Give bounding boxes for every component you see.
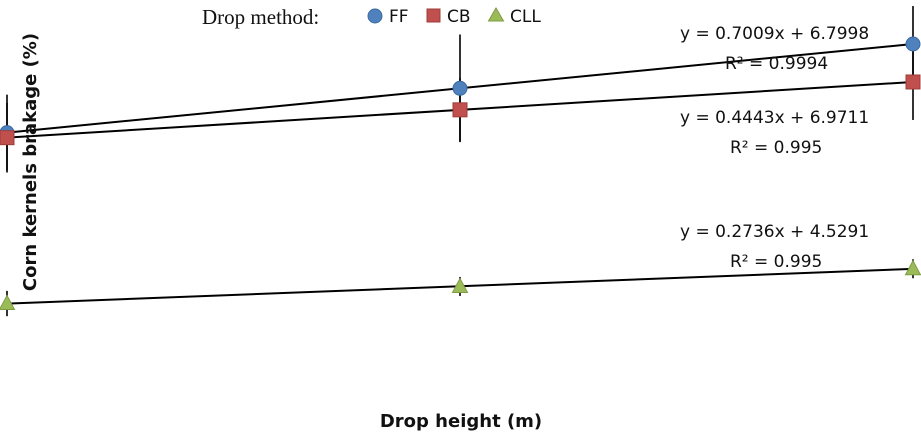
legend-marker-ff xyxy=(367,8,383,24)
legend: Drop method: FF CB CLL xyxy=(202,5,541,29)
legend-title: Drop method: xyxy=(202,5,319,29)
legend-label-cll: CLL xyxy=(510,7,541,27)
marker-cll-2 xyxy=(451,277,469,293)
marker-ff-3 xyxy=(905,36,921,52)
equation-ff: y = 0.7009x + 6.7998 xyxy=(680,24,869,44)
legend-marker-cll xyxy=(487,6,505,22)
marker-cb-3 xyxy=(905,74,921,90)
r2-ff: R² = 0.9994 xyxy=(725,54,828,74)
legend-label-cb: CB xyxy=(447,7,471,27)
r2-cb: R² = 0.995 xyxy=(730,138,822,158)
marker-cb-1 xyxy=(0,130,15,146)
marker-ff-2 xyxy=(452,80,468,96)
marker-cll-1 xyxy=(0,294,16,311)
marker-cb-2 xyxy=(452,102,468,118)
equation-cll: y = 0.2736x + 4.5291 xyxy=(680,222,869,242)
marker-cll-3 xyxy=(904,259,921,276)
r2-cll: R² = 0.995 xyxy=(730,252,822,272)
legend-marker-cb xyxy=(426,8,441,23)
data-markers xyxy=(0,36,921,311)
x-axis-label: Drop height (m) xyxy=(380,411,542,432)
trendline-labels: y = 0.7009x + 6.7998 R² = 0.9994 y = 0.4… xyxy=(680,24,869,272)
equation-cb: y = 0.4443x + 6.9711 xyxy=(680,108,869,128)
legend-label-ff: FF xyxy=(389,7,409,27)
legend-item-cb: CB xyxy=(426,7,471,27)
legend-item-ff: FF xyxy=(367,7,409,27)
legend-item-cll: CLL xyxy=(487,6,541,27)
y-axis-label: Corn kernels brakage (%) xyxy=(20,33,41,291)
